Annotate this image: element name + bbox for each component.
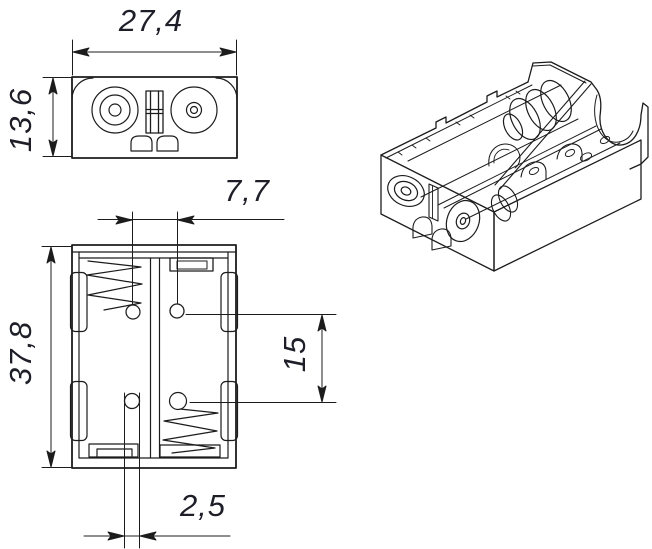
arrowhead <box>46 246 56 468</box>
left-terminal-circles <box>91 86 139 134</box>
front-view <box>69 244 239 469</box>
front-view-outline <box>71 244 237 469</box>
left-spring <box>86 260 143 320</box>
arrowhead <box>317 314 327 403</box>
arrowhead <box>107 531 157 541</box>
iso-front-tabs <box>412 216 452 251</box>
dimension-37-8 <box>41 246 73 468</box>
iso-left-terminal <box>387 174 425 208</box>
right-contact-plate <box>169 257 214 272</box>
isometric-view <box>380 61 649 272</box>
arrowhead <box>48 77 58 157</box>
right-terminal-circles <box>170 86 218 134</box>
partition-wall <box>149 257 161 459</box>
top-view-outline <box>71 76 238 159</box>
iso-back-wall <box>494 61 649 190</box>
rounded-corner-left <box>71 77 94 100</box>
dimension-13-6 <box>42 77 73 157</box>
iso-front-slot <box>428 183 439 222</box>
dim-label-front-height: 37,8 <box>3 320 38 386</box>
arrowhead <box>115 215 195 225</box>
dimension-2-5 <box>83 392 231 549</box>
iso-spring-pocket <box>488 143 521 169</box>
iso-big-spring <box>502 79 572 141</box>
iso-right-face <box>493 139 642 272</box>
dim-label-contact-offset: 7,7 <box>223 173 271 208</box>
right-contact-hole <box>169 303 185 319</box>
side-wall-clips <box>69 271 239 442</box>
right-spring <box>159 391 221 458</box>
iso-right-terminal <box>445 199 481 243</box>
mounting-tabs <box>130 135 179 152</box>
extension-line <box>41 246 73 468</box>
extension-line <box>132 211 178 305</box>
dim-label-top-width: 27,4 <box>118 3 184 38</box>
dim-label-hole-diameter: 2,5 <box>179 488 227 523</box>
extension-line <box>185 314 337 403</box>
left-bottom-plate <box>88 443 139 458</box>
center-divider-slot <box>145 90 164 134</box>
dimension-27-4 <box>72 39 237 76</box>
iso-cell-cutout <box>594 94 634 143</box>
iso-left-rim <box>380 81 533 159</box>
extension-line <box>42 77 73 157</box>
extension-line <box>124 392 140 549</box>
dimension-15 <box>185 314 337 403</box>
extension-line <box>72 39 237 76</box>
iso-small-spring <box>490 185 519 222</box>
dim-label-hole-spacing: 15 <box>277 335 312 373</box>
iso-wall-clips <box>520 136 611 180</box>
inner-walls <box>71 251 237 459</box>
bottom-mounting-hole <box>123 392 141 410</box>
rounded-corner-right <box>215 77 238 100</box>
dimension-7-7 <box>97 211 285 305</box>
arrowhead <box>72 47 237 57</box>
iso-interior <box>407 84 621 220</box>
top-view <box>71 76 238 159</box>
dim-label-top-depth: 13,6 <box>3 87 38 153</box>
